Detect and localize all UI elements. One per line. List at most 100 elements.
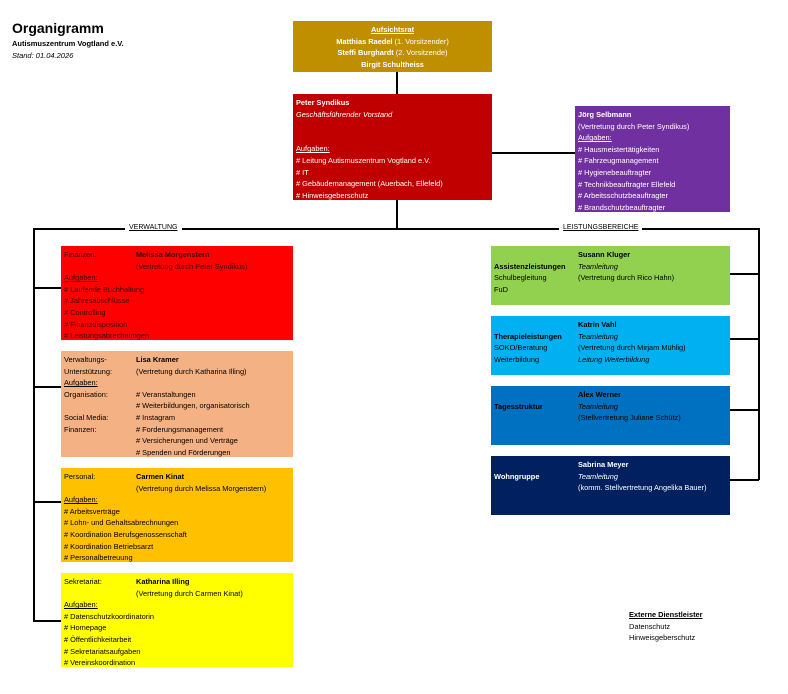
box-row: SOKO/Beratung(Vertretung durch Mirjam Mü… <box>494 342 727 354</box>
row-label: Social Media: <box>64 412 109 422</box>
row-label: # Leitung Autismuszentrum Vogtland e.V. <box>296 155 431 165</box>
box-row: # Spenden und Förderungen <box>64 447 290 459</box>
box-row: # Datenschutzkoordinatorin <box>64 611 290 623</box>
row-label: Peter Syndikus <box>296 98 350 107</box>
box-row: Organisation: # Veranstaltungen <box>64 389 290 401</box>
row-value: (Vertretung durch Rico Hahn) <box>578 273 675 283</box>
connector <box>396 200 398 229</box>
box-row: FuD <box>494 284 727 296</box>
row-value: (2. Vorsitzende) <box>393 48 448 58</box>
box-row: Finanzen:Melissa Morgenstern <box>64 249 290 261</box>
box-row: # Brandschutzbeauftragter <box>578 202 727 214</box>
box-row: Aufgaben: <box>578 132 727 144</box>
box-row: Geschäftsführender Vorstand <box>296 109 489 121</box>
box-row: # Jahresabschlüsse <box>64 295 290 307</box>
box-row: # Arbeitsschutzbeauftragter <box>578 190 727 202</box>
box-row: (Vertretung durch Melissa Morgenstern) <box>64 483 290 495</box>
row-label: # Brandschutzbeauftragter <box>578 202 666 212</box>
row-value: # Forderungsmanagement <box>136 424 224 434</box>
row-label: # Jahresabschlüsse <box>64 296 130 306</box>
row-value: Teamleitung <box>578 401 618 411</box>
row-value: (Vertretung durch Mirjam Mühlig) <box>578 343 686 353</box>
box-row: Jörg Selbmann <box>578 109 727 121</box>
row-label: Unterstützung: <box>64 366 113 376</box>
page-title: Organigramm <box>12 20 104 36</box>
box-row: Tagesstruktur Teamleitung <box>494 401 727 413</box>
row-label: # Hygienebeauftragter <box>578 167 652 177</box>
row-value: Katharina Illing <box>136 577 190 586</box>
row-value: (1. Vorsitzender) <box>392 36 449 46</box>
connector <box>33 228 760 230</box>
external-item: Hinweisgeberschutz <box>629 633 696 643</box>
row-value: Melissa Morgenstern <box>136 250 210 259</box>
connector <box>33 620 61 622</box>
box-row: Katrin Vahl <box>494 319 727 331</box>
row-value: Lisa Kramer <box>136 355 179 364</box>
box-row: # Technikbeauftragter Ellefeld <box>578 179 727 191</box>
box-row: Alex Werner <box>494 389 727 401</box>
box-row: Aufgaben: <box>296 143 489 155</box>
row-label: Personal: <box>64 472 96 481</box>
connector <box>730 409 759 411</box>
box-row: # Laufende Buchhaltung <box>64 284 290 296</box>
row-label: Aufgaben: <box>64 378 98 388</box>
row-label: Organisation: <box>64 389 108 399</box>
box-row: # Arbeitsverträge <box>64 506 290 518</box>
box-row: # Fahrzeugmanagement <box>578 155 727 167</box>
box-row: # Homepage <box>64 622 290 634</box>
external-providers: Externe Dienstleister Datenschutz Hinwei… <box>629 609 703 644</box>
box-row: # Leitung Autismuszentrum Vogtland e.V. <box>296 155 489 167</box>
row-label: # Finanzdisposition <box>64 319 128 329</box>
box-row: # Koordination Berufsgenossenschaft <box>64 529 290 541</box>
box-row: # Personalbetreuung <box>64 552 290 564</box>
box-row: (Vertretung durch Peter Syndikus) <box>578 121 727 133</box>
row-label: Sekretariat: <box>64 577 102 586</box>
row-label: Weiterbildung <box>494 354 540 364</box>
box-row: (Vertretung durch Carmen Kinat) <box>64 588 290 600</box>
row-value: (Stellvertretung Juliane Schütz) <box>578 413 681 423</box>
external-title: Externe Dienstleister <box>629 610 703 619</box>
box-row: Finanzen:# Forderungsmanagement <box>64 424 290 436</box>
row-label: # Gebäudemanagement (Auerbach, Ellefeld) <box>296 179 443 189</box>
box-row: (Vertretung durch Peter Syndikus) <box>64 261 290 273</box>
box-row: Sekretariat: Katharina Illing <box>64 576 290 588</box>
row-label: # Homepage <box>64 623 107 633</box>
row-label: # Vereinskoordination <box>64 658 136 668</box>
row-label: Aufgaben: <box>578 133 612 143</box>
connector <box>33 386 61 388</box>
row-label: # Hinweisgeberschutz <box>296 190 369 200</box>
row-label: # Arbeitsschutzbeauftragter <box>578 191 668 201</box>
row-label: # Arbeitsverträge <box>64 506 120 516</box>
box-row: # Sekretariatsaufgaben <box>64 646 290 658</box>
row-label: # Leistungsabrechnungen <box>64 331 150 341</box>
row-label: # Technikbeauftragter Ellefeld <box>578 179 676 189</box>
row-label: # Laufende Buchhaltung <box>64 284 145 294</box>
external-item: Datenschutz <box>629 621 671 631</box>
connector <box>709 479 759 481</box>
row-label: Geschäftsführender Vorstand <box>296 109 393 119</box>
box-row: # Hausmeistertätigkeiten <box>578 144 727 156</box>
row-label: Wohngruppe <box>494 471 540 481</box>
box-row: (Stellvertretung Juliane Schütz) <box>494 412 727 424</box>
box-row: (komm. Stellvertretung Angelika Bauer) <box>494 482 727 494</box>
row-value: # Veranstaltungen <box>136 389 196 399</box>
connector <box>33 228 35 621</box>
row-label: Tagesstruktur <box>494 401 543 411</box>
box-row <box>296 120 489 132</box>
row-value: Alex Werner <box>578 390 621 399</box>
row-label: # Sekretariatsaufgaben <box>64 646 141 656</box>
row-value: Teamleitung <box>578 331 618 341</box>
row-value: Susann Kluger <box>578 250 631 259</box>
row-label: # IT <box>296 167 309 177</box>
row-label: Aufgaben: <box>64 495 98 505</box>
row-label: # Datenschutzkoordinatorin <box>64 611 154 621</box>
section-label-verwaltung: VERWALTUNG <box>125 224 182 231</box>
row-label: Aufsichtsrat <box>370 25 415 34</box>
